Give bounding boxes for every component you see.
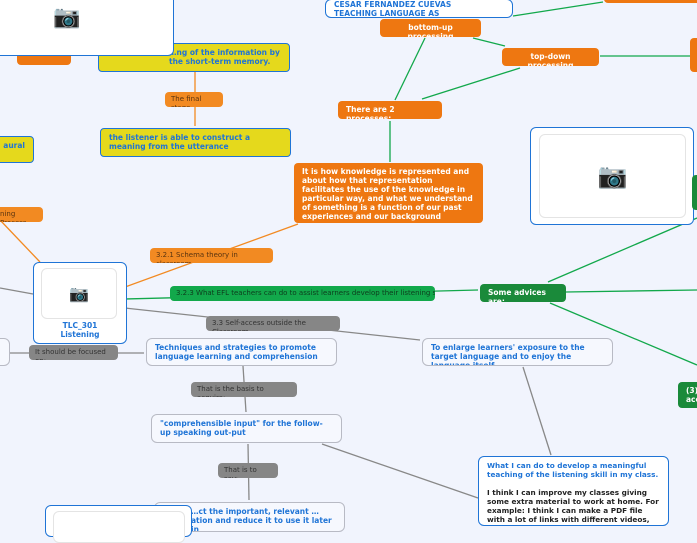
listener-node[interactable]: the listener is able to construct a mean… [100, 128, 291, 157]
to-say-label[interactable]: That is to say: [218, 463, 278, 478]
efl-teachers-label[interactable]: 3.2.3 What EFL teachers can do to assist… [170, 286, 435, 301]
central-node[interactable]: 📷 TLC_301 Listening [33, 262, 127, 344]
author-node[interactable]: CESAR FERNANDEZ CUEVAS TEACHING LANGUAGE… [325, 0, 513, 18]
camera-icon: 📷 [53, 5, 81, 30]
final-stage-label[interactable]: The final stage [165, 92, 223, 107]
connector-lines [0, 1, 697, 501]
author-line-2: TEACHING LANGUAGE AS COMMUNICATION [334, 8, 440, 18]
image-card-right[interactable]: 📷 [530, 127, 694, 225]
schema-definition-node[interactable]: It is how knowledge is represented and a… [294, 163, 483, 223]
process-label[interactable]: ning Process [0, 207, 43, 222]
focused-on-label[interactable]: It should be focused on: [29, 345, 118, 360]
what-i-can-do-node[interactable]: What I can do to develop a meaningful te… [478, 456, 669, 526]
image-card-bottom[interactable] [45, 505, 192, 543]
what-title: What I can do to develop a meaningful te… [487, 461, 659, 479]
enlarge-node[interactable]: To enlarge learners' exposure to the tar… [422, 338, 613, 366]
self-access-label[interactable]: 3.3 Self-access outside the Classroom [206, 316, 340, 331]
orange-node-right[interactable] [690, 38, 697, 72]
image-card-top-left[interactable]: 📷 [0, 0, 174, 56]
camera-icon: 📷 [69, 284, 89, 303]
author-line-1: CESAR FERNANDEZ CUEVAS [334, 0, 452, 9]
top-down-node[interactable]: top-down processing [502, 48, 599, 66]
central-subtitle: Listening [60, 330, 100, 339]
camera-icon: 📷 [597, 162, 628, 190]
central-title: TLC_301 [62, 321, 98, 330]
stm-node[interactable]: …ng of the information by the short-term… [98, 43, 290, 72]
left-node-partial[interactable] [0, 338, 10, 366]
bottom-up-node[interactable]: bottom-up processing [380, 19, 481, 37]
basis-label[interactable]: That is the basis to acquire: [191, 382, 297, 397]
green-node-right[interactable] [692, 175, 697, 210]
two-processes-node[interactable]: There are 2 processes: [338, 101, 442, 119]
advices-node[interactable]: Some advices are: [480, 284, 566, 302]
comprehensible-input-node[interactable]: "comprehensible input" for the follow-up… [151, 414, 342, 443]
orange-node-top-right[interactable] [604, 0, 697, 3]
what-body: I think I can improve my classes giving … [487, 488, 659, 525]
techniques-node[interactable]: Techniques and strategies to promote lan… [146, 338, 337, 366]
aural-node[interactable]: aural [0, 136, 34, 163]
schema-theory-label[interactable]: 3.2.1 Schema theory in classroom [150, 248, 273, 263]
advice-3-node[interactable]: (3) acc [678, 382, 697, 408]
